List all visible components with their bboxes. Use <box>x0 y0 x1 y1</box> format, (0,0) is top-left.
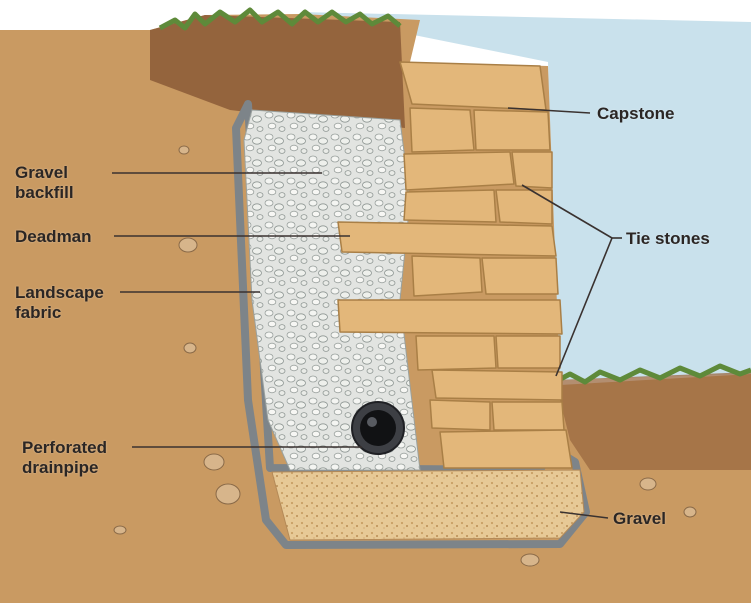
label-tie-stones-text: Tie stones <box>626 229 710 249</box>
label-gravel-backfill-line2: backfill <box>15 183 74 203</box>
label-gravel-backfill: Gravel backfill <box>15 163 74 203</box>
label-drainpipe-line1: Perforated <box>22 438 107 458</box>
label-perforated-drainpipe: Perforated drainpipe <box>22 438 107 478</box>
label-gravel-backfill-line1: Gravel <box>15 163 74 183</box>
label-gravel-text: Gravel <box>613 509 666 529</box>
label-capstone-text: Capstone <box>597 104 674 124</box>
label-landscape-fabric-line2: fabric <box>15 303 104 323</box>
label-capstone: Capstone <box>597 104 674 124</box>
label-deadman: Deadman <box>15 227 92 247</box>
topsoil-right <box>555 372 751 470</box>
label-landscape-fabric: Landscape fabric <box>15 283 104 323</box>
label-landscape-fabric-line1: Landscape <box>15 283 104 303</box>
label-deadman-text: Deadman <box>15 227 92 247</box>
label-tie-stones: Tie stones <box>626 229 710 249</box>
gravel-base <box>272 470 584 540</box>
label-drainpipe-line2: drainpipe <box>22 458 107 478</box>
label-gravel: Gravel <box>613 509 666 529</box>
